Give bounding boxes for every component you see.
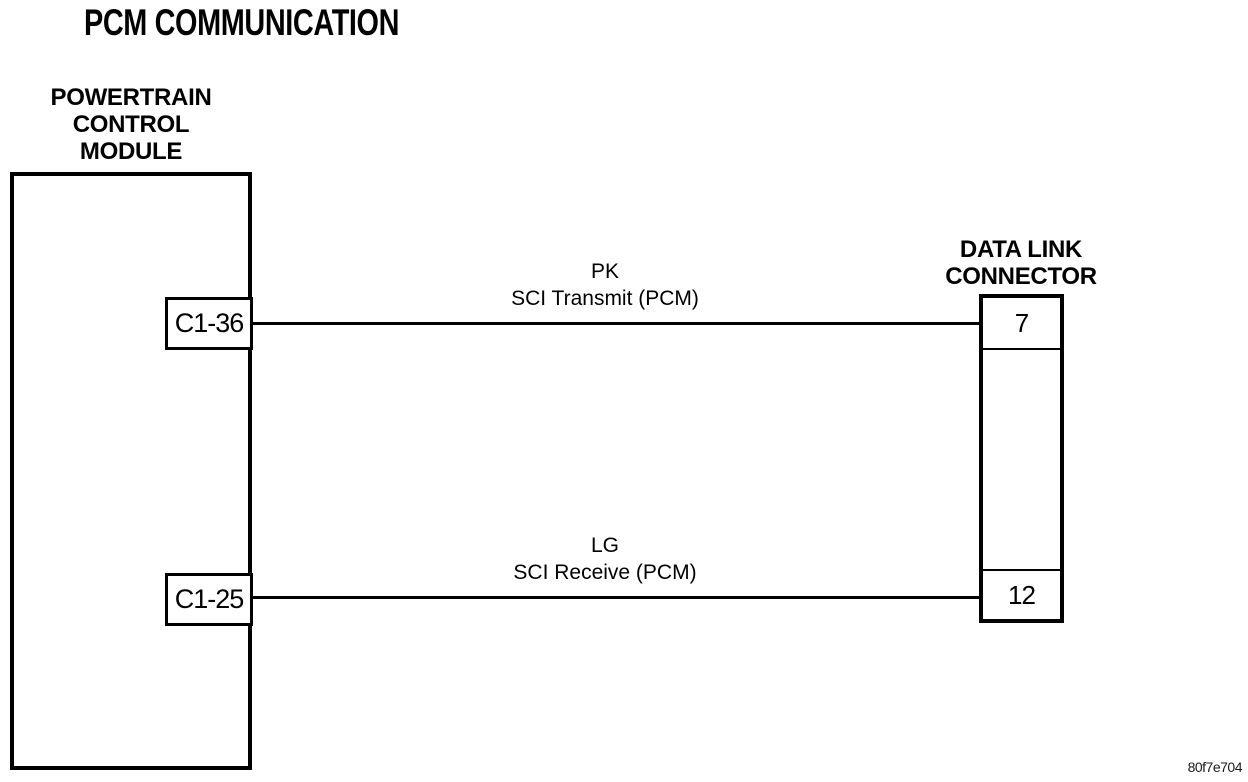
pcm-label: POWERTRAIN CONTROL MODULE: [10, 84, 252, 165]
wire-color-code: LG: [590, 534, 619, 557]
wire-sci-transmit: [253, 322, 979, 325]
diagram-title: PCM COMMUNICATION: [84, 2, 400, 43]
pcm-pin-c1-36: C1-36: [165, 297, 253, 350]
dlc-component-box: 7 12: [979, 294, 1064, 623]
wire-label-sci-receive: LG SCI Receive (PCM): [355, 532, 855, 586]
dlc-label: DATA LINK CONNECTOR: [896, 236, 1146, 290]
wire-signal-name: SCI Receive (PCM): [513, 561, 697, 584]
pcm-pin-c1-25: C1-25: [165, 573, 253, 626]
dlc-label-line-1: DATA LINK: [959, 236, 1083, 263]
pcm-label-line-3: MODULE: [79, 138, 183, 165]
pcm-component-box: [10, 172, 252, 770]
dlc-pin-7: 7: [983, 298, 1060, 350]
reference-code: 80f7e704: [1187, 759, 1243, 775]
dlc-label-line-2: CONNECTOR: [945, 263, 1097, 290]
pcm-label-line-1: POWERTRAIN: [50, 84, 212, 111]
pcm-label-line-2: CONTROL: [72, 111, 190, 138]
dlc-pin-12: 12: [983, 569, 1060, 619]
wire-color-code: PK: [590, 260, 619, 283]
wire-signal-name: SCI Transmit (PCM): [511, 287, 699, 310]
wire-sci-receive: [253, 596, 979, 599]
wire-label-sci-transmit: PK SCI Transmit (PCM): [355, 258, 855, 312]
